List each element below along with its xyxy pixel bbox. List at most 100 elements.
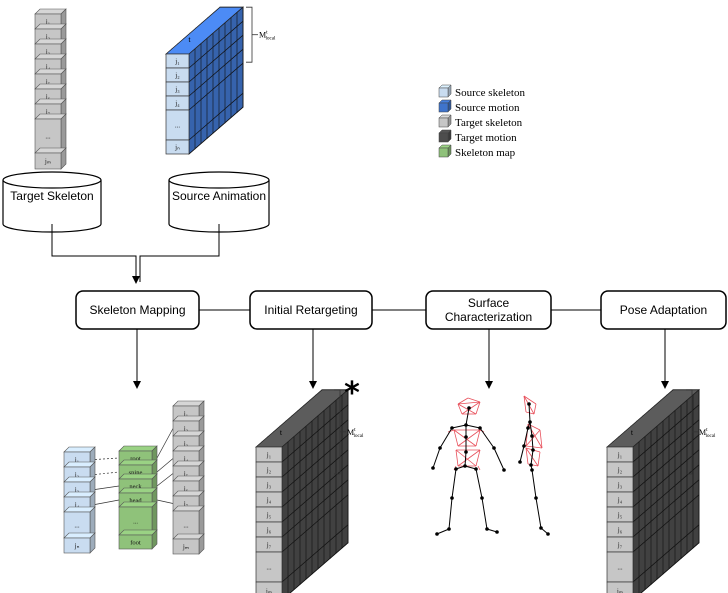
top-target-skeleton-cell-label: j₃ bbox=[45, 48, 51, 56]
pose-adaptation-step: Pose Adaptation bbox=[600, 290, 727, 330]
source-motion-front-cell-label: j₃ bbox=[174, 86, 180, 94]
initial-retarget-motion-row-line bbox=[281, 524, 349, 583]
adapted-motion-front-cell-label: jₘ bbox=[616, 588, 623, 593]
initial-retarget-motion-t-label: t bbox=[280, 428, 283, 437]
source-animation-database: Source Animation bbox=[168, 171, 270, 233]
top-target-skeleton-cell bbox=[34, 118, 62, 154]
initial-retarget-motion-front-cell-label: j₂ bbox=[266, 466, 272, 474]
side-pose-figure-bone bbox=[519, 445, 525, 463]
front-pose-figure-joint bbox=[431, 466, 435, 470]
map-source-cell-label: j₂ bbox=[74, 471, 80, 479]
initial-retarget-motion-front-cell bbox=[255, 581, 283, 593]
side-pose-figure-surface-line bbox=[525, 445, 543, 449]
pose-figures bbox=[431, 395, 550, 536]
top-target-skeleton-cell-side bbox=[60, 113, 67, 154]
source-motion-front-cell-label: j₄ bbox=[174, 100, 180, 108]
side-pose-figure-joint bbox=[530, 434, 534, 438]
map-target-cell-label: j₅ bbox=[183, 470, 189, 478]
adapted-motion-row-line bbox=[632, 479, 700, 538]
initial-retargeting-label: Initial Retargeting bbox=[264, 303, 357, 317]
map-skeleton-map-cell-top bbox=[118, 487, 158, 494]
initial-retarget-motion-m-sup: t bbox=[354, 427, 356, 433]
legend-swatch bbox=[438, 102, 449, 113]
front-pose-figure-joint bbox=[464, 423, 468, 427]
side-pose-figure-bone bbox=[530, 449, 534, 466]
front-pose-figure-surface-line bbox=[457, 397, 469, 405]
adapted-motion-front-cell bbox=[606, 551, 634, 583]
front-pose-figure-surface-line bbox=[457, 449, 481, 467]
initial-retarget-motion-front-cell-label: j₇ bbox=[266, 541, 272, 549]
front-pose-figure-joint bbox=[450, 426, 454, 430]
initial-retarget-motion-row-line bbox=[289, 542, 349, 593]
top-target-skeleton-cell-label: jₘ bbox=[44, 158, 51, 166]
map-target-cell-label: j₇ bbox=[183, 500, 189, 508]
map-source-cell-label: j₁ bbox=[74, 456, 79, 464]
side-pose-figure-surface-line bbox=[523, 395, 527, 413]
legend-label: Target skeleton bbox=[455, 117, 523, 129]
legend-label: Source skeleton bbox=[455, 87, 525, 99]
map-source-cell-label: ... bbox=[74, 522, 80, 530]
front-pose-figure-bone bbox=[448, 497, 453, 530]
process-row: Skeleton Mapping Initial Retargeting Sur… bbox=[75, 290, 727, 330]
adapted-motion-row-line bbox=[640, 542, 700, 593]
adapted-motion-row-line bbox=[632, 524, 700, 583]
source-motion-row-line bbox=[188, 20, 244, 69]
front-pose-figure-joint bbox=[435, 532, 439, 536]
front-pose-figure-surface-line bbox=[475, 429, 481, 447]
side-pose-figure-joint bbox=[528, 420, 532, 424]
map-target-cell bbox=[172, 538, 200, 555]
front-pose-figure-bone bbox=[451, 424, 467, 429]
top-target-skeleton-cell-label: j₆ bbox=[45, 93, 51, 101]
adapted-motion-row-line bbox=[632, 449, 700, 508]
side-pose-figure-surface-line bbox=[537, 451, 541, 467]
front-pose-figure-bone bbox=[451, 468, 457, 499]
side-pose-figure-surface-line bbox=[533, 403, 537, 415]
initial-retarget-motion-row-line bbox=[281, 449, 349, 508]
front-pose-figure-surface-line bbox=[447, 429, 455, 433]
source-motion-front-cell bbox=[165, 139, 190, 155]
source-motion-m-sub: local bbox=[266, 37, 276, 42]
map-source-connector bbox=[94, 485, 120, 490]
map-source-connector bbox=[94, 471, 120, 475]
source-motion-brace bbox=[246, 6, 253, 63]
front-pose-figure-surface-line bbox=[475, 449, 481, 467]
side-pose-figure-surface-line bbox=[523, 395, 537, 405]
top-target-skeleton-cell-label: j₄ bbox=[45, 63, 51, 71]
map-target-cell-label: jₘ bbox=[182, 543, 189, 551]
side-pose-figure-bone bbox=[531, 469, 537, 499]
side-pose-figure-joint bbox=[534, 496, 538, 500]
adapted-motion-front-cell-label: j₁ bbox=[617, 451, 622, 459]
initial-retarget-motion-front-cell-label: j₅ bbox=[266, 511, 272, 519]
front-pose-figure-surface-line bbox=[477, 465, 481, 471]
source-motion-front-cell-label: ... bbox=[175, 122, 181, 130]
map-source-cell-label: j₄ bbox=[74, 501, 80, 509]
source-motion-m-sup: t bbox=[266, 30, 268, 36]
initial-retarget-motion-front-cell-label: jₘ bbox=[265, 588, 272, 593]
side-pose-figure-bone bbox=[529, 421, 533, 437]
map-skeleton-map-cell-label: foot bbox=[130, 540, 141, 547]
source-motion-row-line bbox=[188, 34, 244, 83]
front-pose-figure-bone bbox=[464, 465, 477, 470]
initial-retarget-motion-m-sub: local bbox=[354, 434, 364, 439]
front-pose-figure-joint bbox=[485, 527, 489, 531]
map-target-connector bbox=[156, 473, 174, 487]
side-pose-figure-joint bbox=[530, 468, 534, 472]
top-target-skeleton-cell-label: j₅ bbox=[45, 78, 51, 86]
front-pose-figure-bone bbox=[475, 468, 483, 499]
top-target-skeleton-cell-label: j₇ bbox=[45, 108, 51, 116]
initial-retarget-motion-front-cell bbox=[255, 551, 283, 583]
map-source-connector bbox=[94, 457, 120, 460]
map-target-cell-label: j₃ bbox=[183, 440, 189, 448]
front-pose-figure-surface-line bbox=[457, 429, 481, 447]
side-pose-figure-surface-line bbox=[525, 447, 529, 465]
map-source-connector bbox=[94, 499, 120, 505]
front-pose-figure-surface-line bbox=[457, 403, 463, 415]
side-pose-figure-joint bbox=[529, 463, 533, 467]
target-skeleton-database: Target Skeleton bbox=[2, 171, 102, 233]
front-pose-figure-joint bbox=[502, 468, 506, 472]
front-pose-figure-bone bbox=[493, 447, 505, 471]
